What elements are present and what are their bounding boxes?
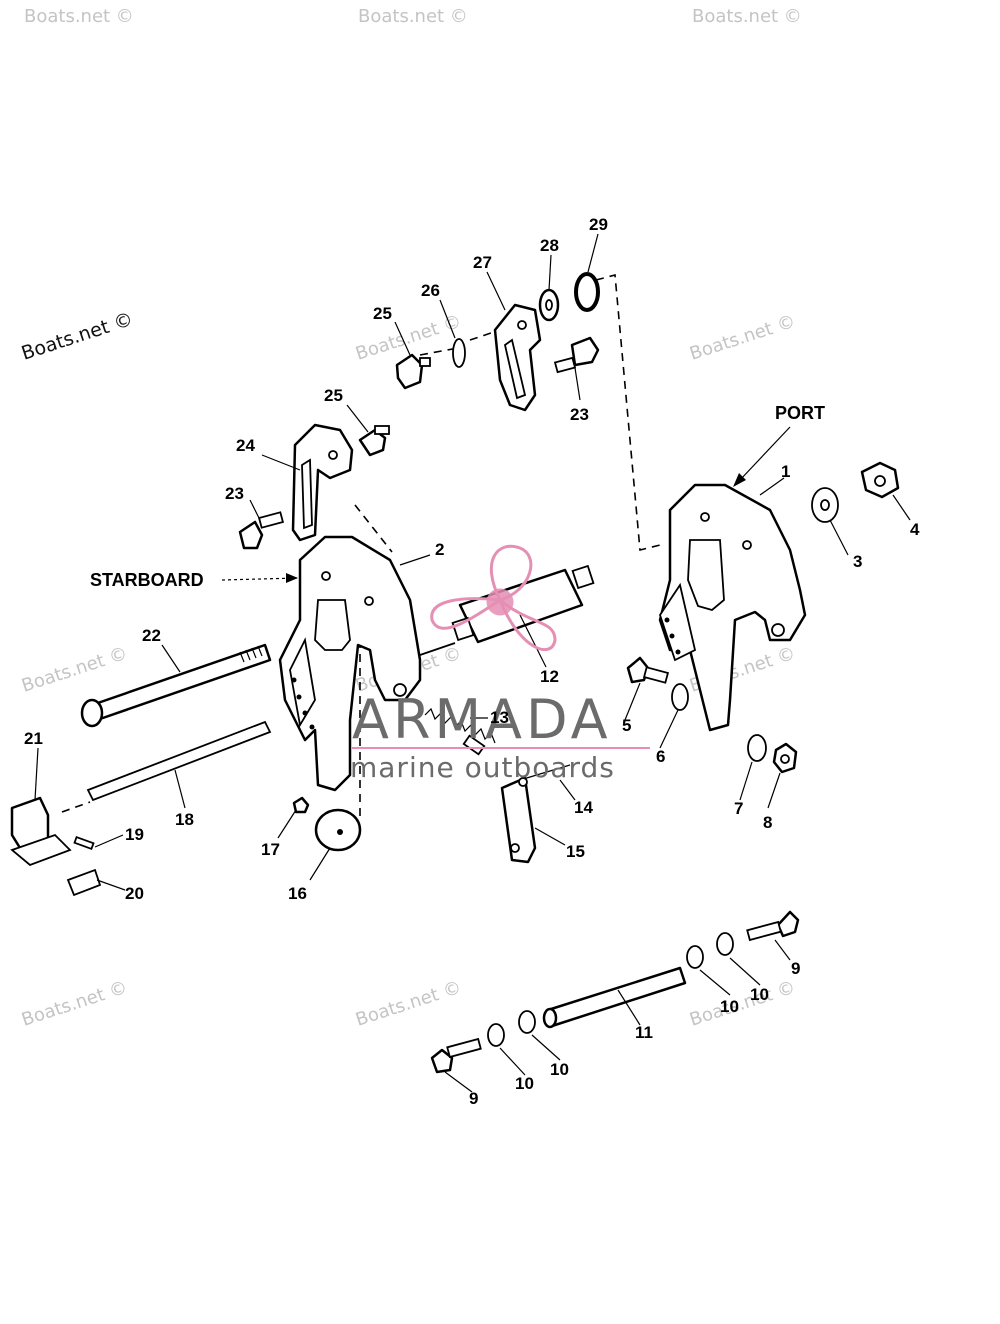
starboard-label: STARBOARD [90, 570, 204, 590]
part-number-11: 11 [635, 1023, 653, 1042]
part-number-17: 17 [261, 840, 280, 859]
part-number-26: 26 [421, 281, 440, 300]
part-number-8: 8 [763, 813, 772, 832]
watermark: Boats.net © [353, 977, 464, 1031]
part-number-10: 10 [750, 985, 769, 1004]
watermark: Boats.net © [687, 311, 798, 365]
part-number-23: 23 [570, 405, 589, 424]
watermark: Boats.net © [687, 977, 798, 1031]
part-number-15: 15 [566, 842, 585, 861]
part-number-25: 25 [373, 304, 392, 323]
part-number-24: 24 [236, 436, 255, 455]
brand-tagline: marine outboards [350, 751, 615, 784]
watermark: Boats.net © [358, 6, 468, 27]
part-number-22: 22 [142, 626, 161, 645]
part-number-3: 3 [853, 552, 862, 571]
part-number-10: 10 [550, 1060, 569, 1079]
watermark: Boats.net © [19, 977, 130, 1031]
part-number-29: 29 [589, 215, 608, 234]
rod-18 [86, 720, 272, 802]
knobs-and-bolts [238, 272, 900, 774]
part-number-2: 2 [435, 540, 444, 559]
part-number-10: 10 [720, 997, 739, 1016]
brand-name: ARMADA [352, 688, 612, 751]
part-number-19: 19 [125, 825, 144, 844]
part-number-9: 9 [469, 1089, 478, 1108]
part-number-28: 28 [540, 236, 559, 255]
part-number-23: 23 [225, 484, 244, 503]
part-number-4: 4 [910, 520, 920, 539]
part-number-20: 20 [125, 884, 144, 903]
port-label: PORT [775, 403, 825, 423]
part-number-16: 16 [288, 884, 307, 903]
plate-27 [493, 303, 542, 412]
part-number-18: 18 [175, 810, 194, 829]
part-number-25: 25 [324, 386, 343, 405]
propeller-icon [430, 544, 557, 651]
part-number-9: 9 [791, 959, 800, 978]
lock-21 [10, 796, 102, 897]
disc-16 [292, 796, 362, 852]
part-number-13: 13 [490, 708, 509, 727]
part-numbers: 1 2 3 4 5 6 7 8 9 9 10 10 10 10 11 12 13… [24, 215, 920, 1108]
rod-22 [80, 643, 272, 728]
part-number-21: 21 [24, 729, 43, 748]
leader-lines [34, 233, 911, 1093]
part-number-1: 1 [781, 462, 790, 481]
part-number-5: 5 [622, 716, 631, 735]
spring-13 [424, 707, 496, 756]
lower-shaft-assembly [430, 910, 800, 1074]
part-number-7: 7 [734, 799, 743, 818]
watermark: Boats.net © [692, 6, 802, 27]
part-number-27: 27 [473, 253, 492, 272]
armada-logo: ARMADA marine outboards [350, 544, 650, 784]
watermark: Boats.net © [19, 643, 130, 697]
port-bracket [658, 483, 807, 732]
part-number-10: 10 [515, 1074, 534, 1093]
part-number-14: 14 [574, 798, 593, 817]
watermark: Boats.net © [24, 6, 134, 27]
tilt-cylinder [419, 564, 595, 656]
lever-15 [500, 764, 571, 864]
part-number-12: 12 [540, 667, 559, 686]
plate-24 [291, 423, 354, 542]
part-number-6: 6 [656, 747, 665, 766]
starboard-bracket [278, 535, 422, 792]
watermark: Boats.net © [19, 308, 136, 365]
assembly-lines [61, 273, 661, 820]
